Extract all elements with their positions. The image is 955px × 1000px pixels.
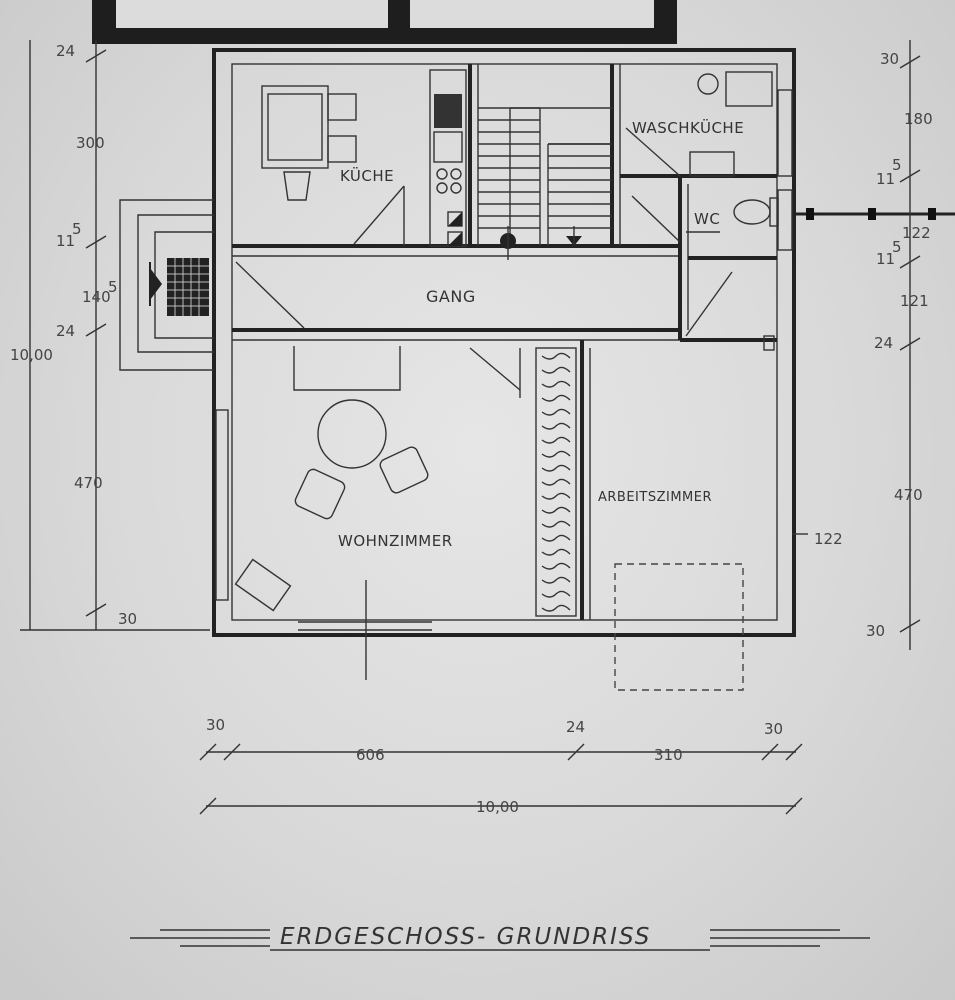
interior-walls — [232, 64, 777, 620]
shelf-hatch — [541, 436, 571, 444]
room-label-hallway: GANG — [426, 287, 476, 306]
shelf-hatch — [541, 506, 571, 514]
shelf-hatch — [541, 408, 571, 416]
shelf-hatch — [541, 604, 571, 612]
dim-right-wall-b-sup: 5 — [892, 238, 902, 256]
shelf-hatch — [541, 450, 571, 458]
dim-right-wall-a: 11 — [876, 170, 895, 188]
dim-left-wall-a-sup: 5 — [72, 220, 82, 238]
adjacent-building — [92, 0, 677, 44]
room-label-kitchen: KÜCHE — [340, 166, 394, 185]
dim-right-hall: 121 — [900, 292, 929, 310]
dim-left-total: 10,00 — [10, 346, 53, 364]
dim-bottom-living: 606 — [356, 746, 385, 764]
shelf-hatch — [541, 590, 571, 598]
dim-right-wall-b: 11 — [876, 250, 895, 268]
dim-right-wall-c: 24 — [874, 334, 893, 352]
dim-left-top-wall: 24 — [56, 42, 75, 60]
shelf-hatch — [541, 576, 571, 584]
shelf-hatch — [541, 464, 571, 472]
kitchen-furniture — [261, 69, 467, 247]
room-label-living: WOHNZIMMER — [338, 532, 453, 550]
title-underline — [130, 929, 870, 951]
shelf-hatch — [541, 478, 571, 486]
dim-right-bottom-wall: 30 — [866, 622, 885, 640]
dim-left-hall-sup: 5 — [108, 278, 118, 296]
shelf-hatch — [541, 352, 571, 360]
shelf-hatch — [541, 520, 571, 528]
dim-right-top-wall: 30 — [880, 50, 899, 68]
dim-left-bottom-wall: 30 — [118, 610, 137, 628]
shelf-hatch — [541, 366, 571, 374]
living-furniture — [215, 346, 432, 680]
handwritten-annotation: 122 — [814, 530, 843, 548]
shelf-hatch — [541, 422, 571, 430]
exterior-walls — [212, 48, 796, 637]
wc-fixtures — [631, 189, 793, 251]
shelf-hatch — [541, 380, 571, 388]
dim-bottom-study: 310 — [654, 746, 683, 764]
dim-bottom-wall-left: 30 — [206, 716, 225, 734]
dim-bottom-wall-right: 30 — [764, 720, 783, 738]
staircase — [478, 107, 612, 260]
dim-left-living: 470 — [74, 474, 103, 492]
shelf-hatch — [541, 492, 571, 500]
dim-left-kitchen: 300 — [76, 134, 105, 152]
shelf-hatch — [541, 534, 571, 542]
hallway-doors — [235, 261, 775, 398]
shelf-hatch — [541, 548, 571, 556]
dim-left-wall-a: 11 — [56, 232, 75, 250]
dim-right-laundry: 180 — [904, 110, 933, 128]
dim-left-wall-b: 24 — [56, 322, 75, 340]
fence — [794, 208, 955, 220]
laundry-fixtures — [625, 71, 793, 177]
shelf-hatch — [541, 394, 571, 402]
dim-left-hall: 140 — [82, 288, 111, 306]
dim-right-wall-a-sup: 5 — [892, 156, 902, 174]
room-label-study: ARBEITSZIMMER — [598, 490, 712, 505]
room-label-wc: WC — [694, 210, 720, 228]
bookshelf — [535, 347, 577, 617]
dim-right-study: 470 — [894, 486, 923, 504]
drawing-title: ERDGESCHOSS- GRUNDRISS — [280, 924, 651, 950]
room-label-laundry: WASCHKÜCHE — [632, 118, 744, 137]
dim-right-wc: 122 — [902, 224, 931, 242]
dimension-lines — [20, 40, 921, 815]
dim-bottom-total: 10,00 — [476, 798, 519, 816]
shelf-hatch — [541, 562, 571, 570]
study-furniture — [614, 533, 808, 691]
chimney — [119, 199, 214, 371]
dim-bottom-wall-mid: 24 — [566, 718, 585, 736]
